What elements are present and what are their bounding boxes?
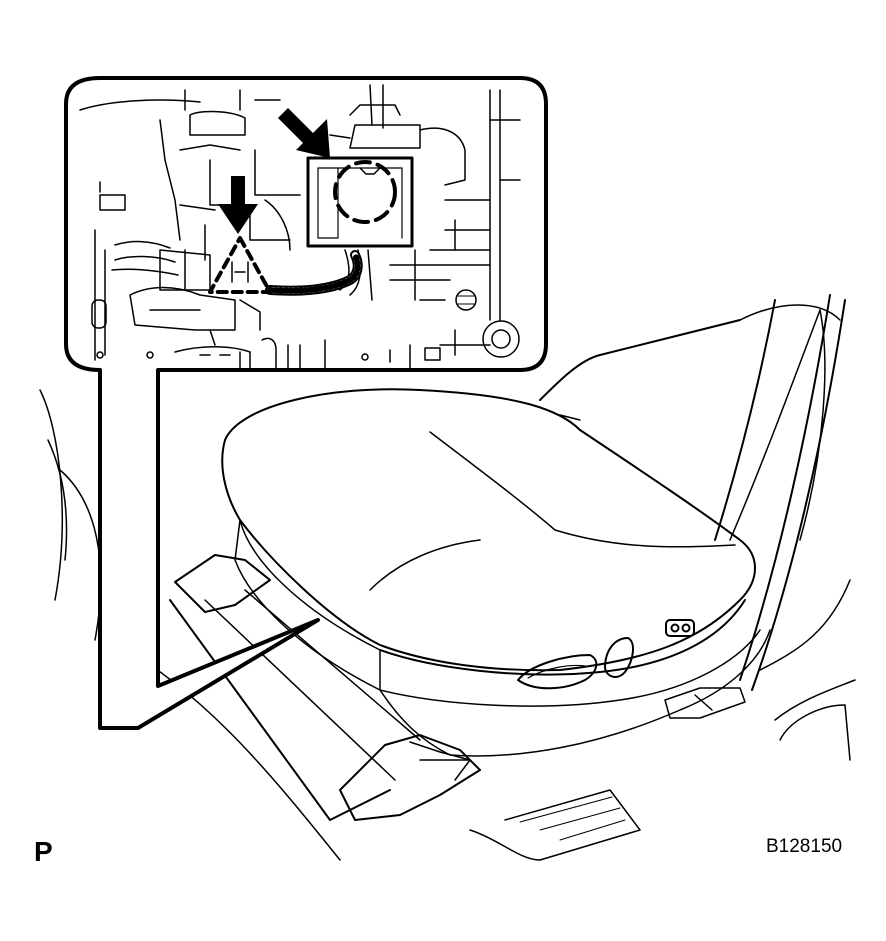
connector-left [208,236,272,294]
seat-scene [39,294,856,861]
callout-frame [64,76,548,730]
connector-highlight [333,160,397,224]
arrow-down-icon [218,176,258,234]
figure-id: B128150 [766,836,843,857]
arrow-diagonal-icon [278,108,330,158]
connector-right [306,156,414,248]
view-label: P [34,836,53,867]
bolt-hole [482,320,520,358]
